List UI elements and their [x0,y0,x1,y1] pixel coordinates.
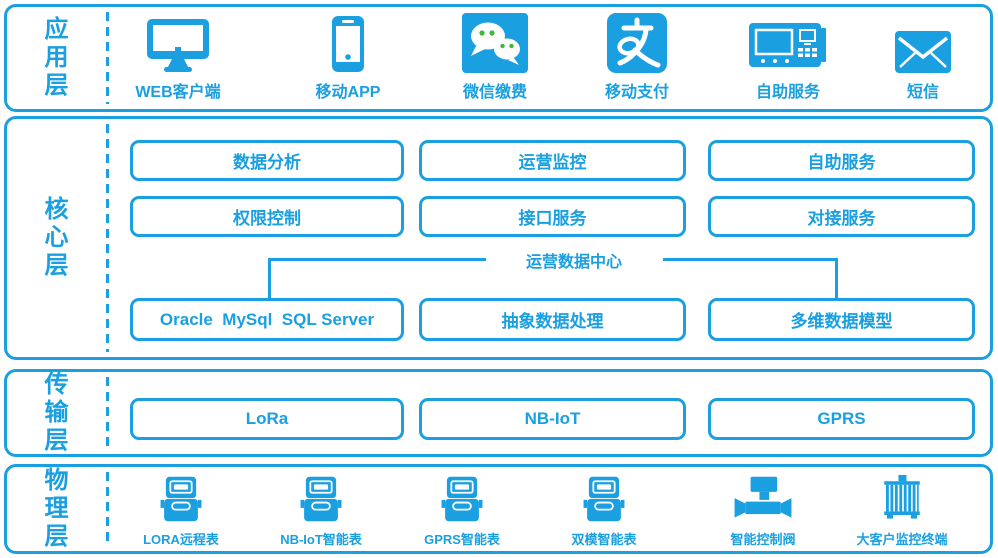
monitor-terminal-icon [877,473,927,523]
core-layer-panel: 核心层 数据分析 运营监控 自助服务 权限控制 接口服务 对接服务 运营数据中心… [4,116,993,360]
smart-meter-icon [157,473,205,523]
core-box-interface-service: 接口服务 [419,196,686,237]
phys-item-label: LORA远程表 [143,532,219,547]
transport-box-gprs: GPRS [708,398,975,440]
app-item-self-service: 自助服务 [718,13,858,102]
app-item-mobile-payment: 移动支付 [567,13,707,102]
core-layer-label: 核心层 [44,195,69,280]
application-layer-divider [106,12,109,104]
app-item-label: 移动APP [315,84,381,101]
transport-box-lora: LoRa [130,398,404,440]
app-item-label: 移动支付 [604,84,669,101]
monitor-icon [146,13,210,73]
core-box-data-analysis: 数据分析 [130,140,404,181]
envelope-icon [895,13,951,73]
connector-line-right-vertical [835,258,838,298]
phys-item-control-valve: 智能控制阀 [688,473,838,548]
connector-line-right-horizontal [663,258,838,261]
core-box-databases: Oracle MySql SQL Server [130,298,404,341]
connector-line-left-horizontal [268,258,486,261]
app-item-sms: 短信 [853,13,993,102]
application-layer-panel: 应用层 WEB客户端 移动APP [4,4,993,112]
transport-layer-label: 传输层 [44,370,69,455]
core-box-self-service: 自助服务 [708,140,975,181]
control-valve-icon [731,473,795,523]
app-item-label: WEB客户端 [135,84,221,101]
smart-meter-icon [297,473,345,523]
wechat-icon [462,13,528,73]
core-box-permission-control: 权限控制 [130,196,404,237]
application-layer-label: 应用层 [44,15,69,100]
core-layer-divider [106,124,109,352]
physical-layer-label: 物理层 [44,466,69,551]
smartphone-icon [331,13,365,73]
core-box-abstract-data: 抽象数据处理 [419,298,686,341]
smart-meter-icon [580,473,628,523]
core-box-ops-monitoring: 运营监控 [419,140,686,181]
phys-item-nbiot-meter: NB-IoT智能表 [246,473,396,548]
phys-item-gprs-meter: GPRS智能表 [387,473,537,548]
app-item-wechat-pay: 微信缴费 [425,13,565,102]
app-item-label: 短信 [906,84,939,101]
kiosk-icon [747,13,829,73]
transport-layer-panel: 传输层 LoRa NB-IoT GPRS [4,369,993,457]
phys-item-label: 双模智能表 [571,532,637,547]
app-item-label: 自助服务 [755,84,820,101]
transport-layer-divider [106,377,109,449]
core-box-multidim-model: 多维数据模型 [708,298,975,341]
alipay-icon [607,13,667,73]
phys-item-label: NB-IoT智能表 [280,532,362,547]
phys-item-label: GPRS智能表 [424,532,500,547]
app-item-label: 微信缴费 [462,84,527,101]
app-item-web-client: WEB客户端 [108,13,248,102]
phys-item-lora-meter: LORA远程表 [106,473,256,548]
physical-layer-panel: 物理层 LORA远程表 NB-IoT智 [4,464,993,554]
connector-line-left-vertical [268,258,271,298]
transport-box-nbiot: NB-IoT [419,398,686,440]
smart-meter-icon [438,473,486,523]
phys-item-dualmode-meter: 双模智能表 [529,473,679,548]
phys-item-label: 智能控制阀 [730,532,796,547]
physical-layer-divider [106,472,109,546]
core-box-docking-service: 对接服务 [708,196,975,237]
phys-item-monitor-terminal: 大客户监控终端 [827,473,977,548]
phys-item-label: 大客户监控终端 [856,532,948,547]
app-item-mobile-app: 移动APP [278,13,418,102]
operation-data-center-label: 运营数据中心 [525,254,622,271]
